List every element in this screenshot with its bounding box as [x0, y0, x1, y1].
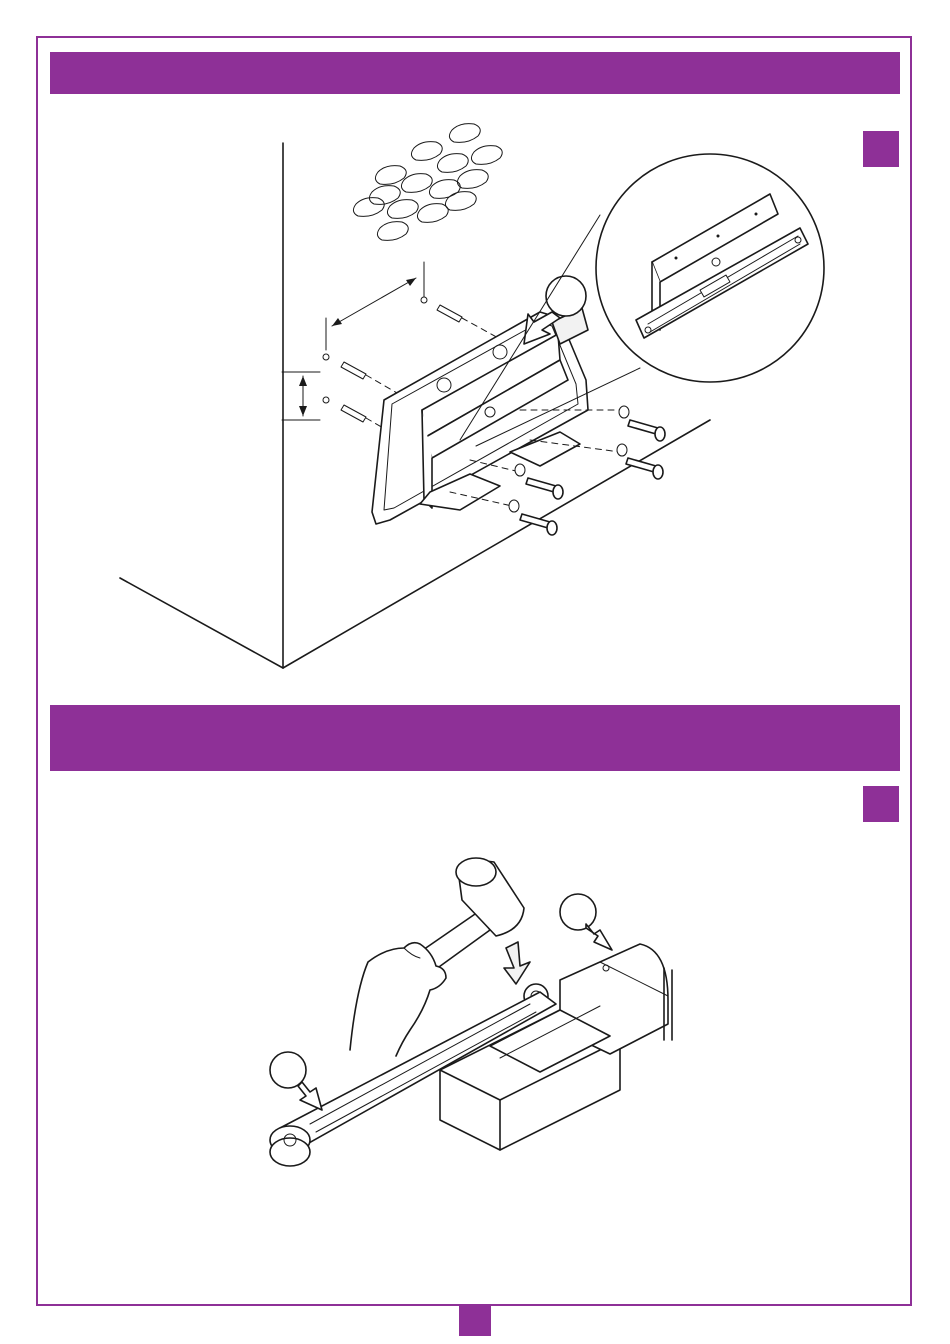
wall-bracket-mounting-illustration [0, 0, 950, 700]
page-number-tab [459, 1306, 491, 1336]
section-header-bar [50, 705, 900, 771]
step-badge [863, 786, 899, 822]
masonry-stones-icon [353, 124, 502, 241]
